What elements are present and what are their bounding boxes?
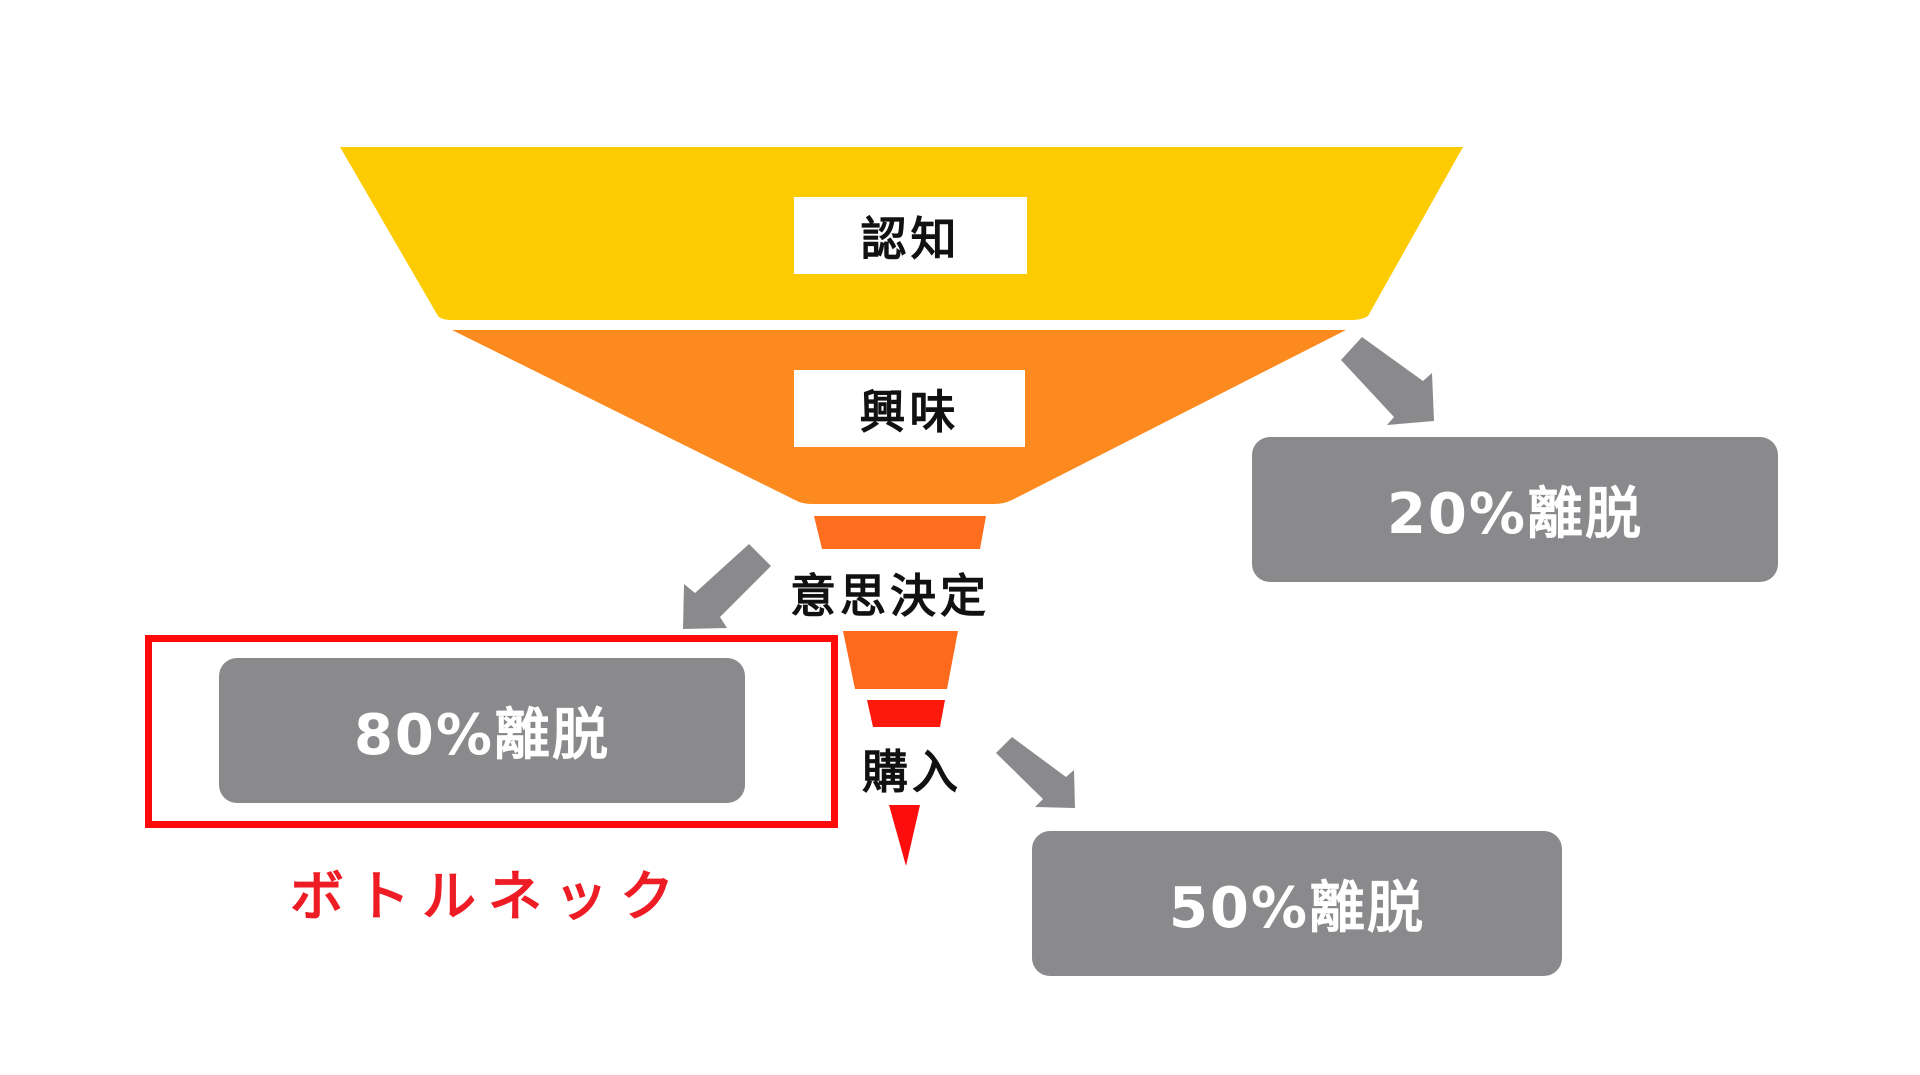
stage-label-text: 認知 [860,211,961,266]
dropoff-label: 50%離脱 [1168,876,1426,941]
funnel-segment-decision-top [814,516,986,549]
dropoff-box-20: 20%離脱 [1252,437,1778,582]
funnel-segment-decision-bottom [843,631,958,689]
stage-label-text: 興味 [859,384,960,439]
arrow-down-right-icon [1341,337,1434,425]
dropoff-label: 80%離脱 [353,703,611,768]
funnel-segment-purchase-tip [889,805,920,866]
bottleneck-highlight-frame [145,635,838,828]
stage-label-purchase: 購入 [862,745,962,799]
arrow-down-right-icon [996,737,1075,808]
stage-label-awareness: 認知 [794,197,1027,274]
arrow-down-left-icon [683,544,771,629]
dropoff-box-80: 80%離脱 [219,658,745,803]
stage-label-interest: 興味 [794,370,1025,447]
dropoff-box-50: 50%離脱 [1032,831,1562,976]
bottleneck-label: ボトルネック [290,865,686,928]
stage-label-decision: 意思決定 [790,569,990,623]
dropoff-label: 20%離脱 [1386,482,1644,547]
funnel-segment-purchase-top [867,700,945,727]
